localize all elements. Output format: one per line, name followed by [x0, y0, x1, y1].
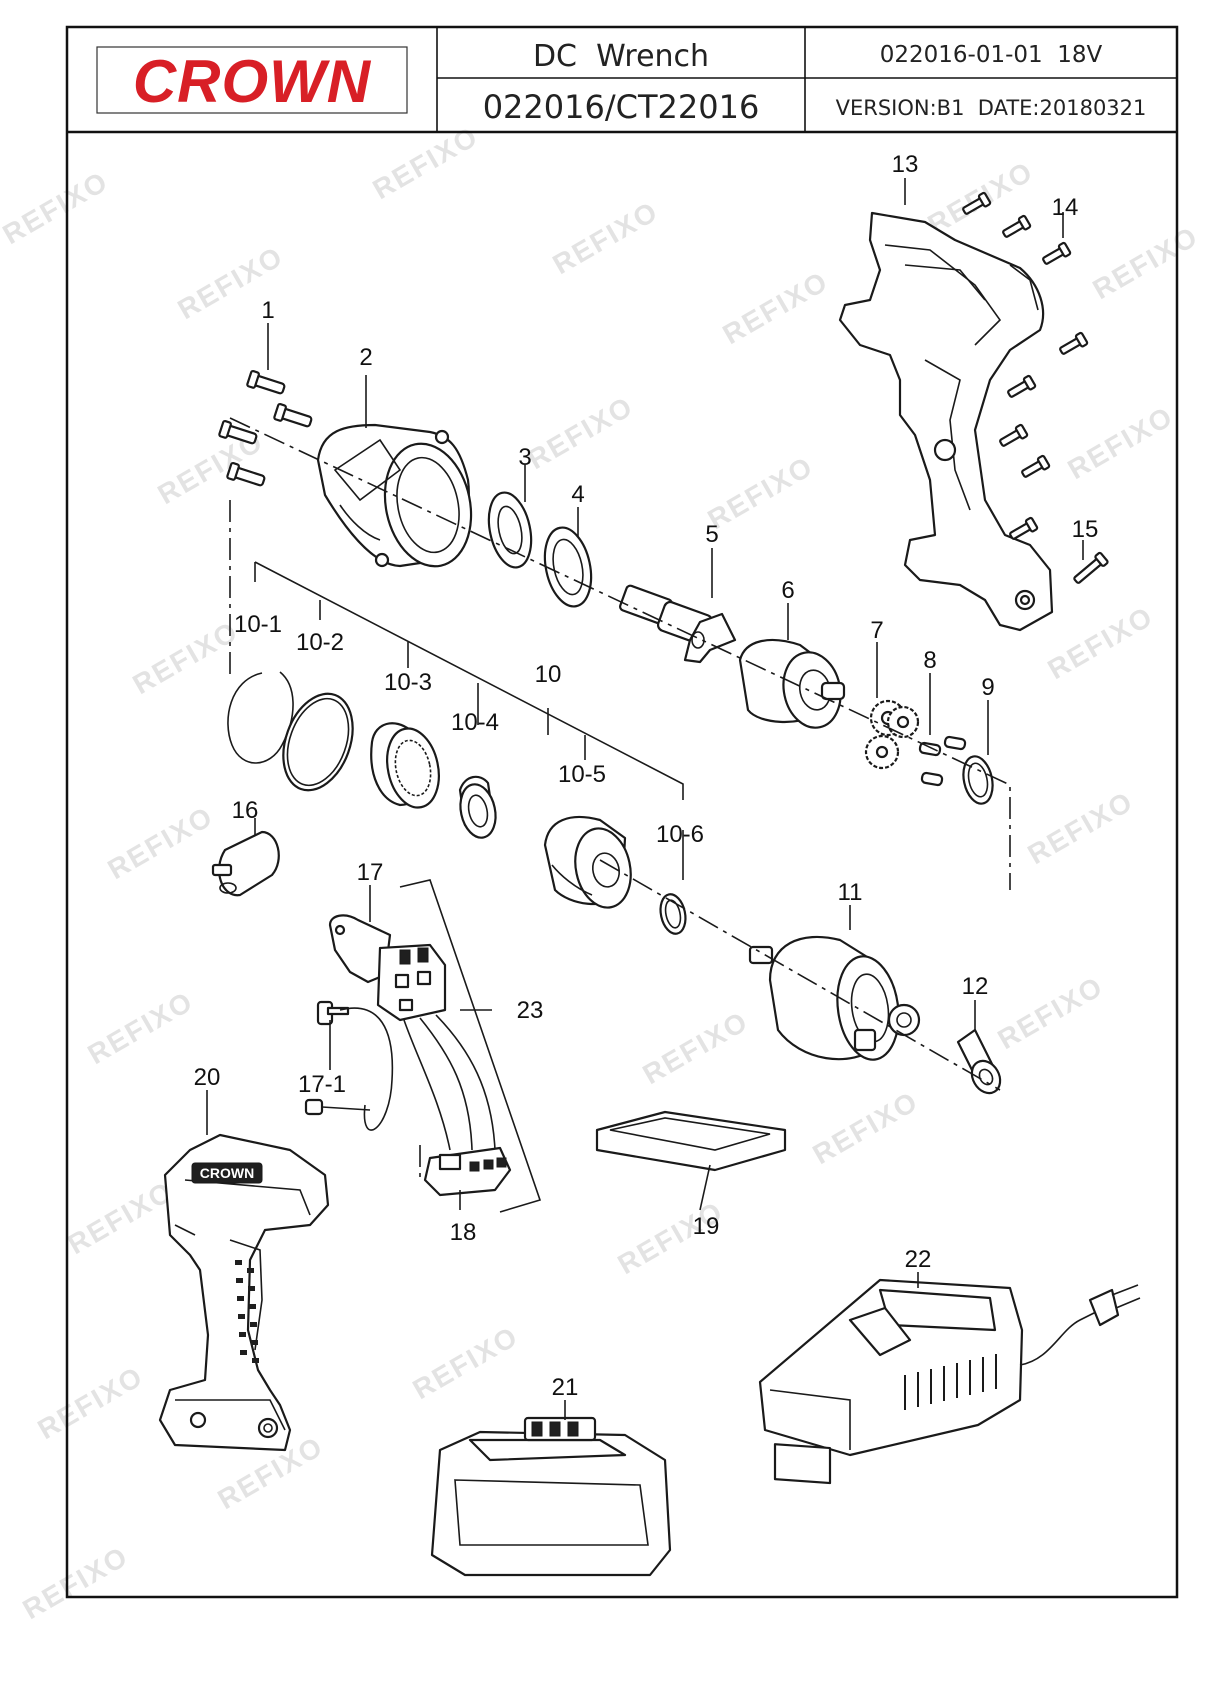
- part-17-1-wire-harness: [304, 1000, 394, 1131]
- version-date: VERSION:B1 DATE:20180321: [836, 96, 1147, 120]
- watermark: REFIXO: [1063, 400, 1179, 485]
- model-number: 022016/CT22016: [483, 88, 760, 126]
- callout-20: 20: [194, 1064, 221, 1091]
- title-block: CROWN DC Wrench 022016/CT22016 022016-01…: [67, 27, 1177, 134]
- callout-14: 14: [1052, 194, 1079, 221]
- brand-logo: CROWN: [133, 48, 372, 115]
- callout-10-5: 10-5: [558, 761, 606, 788]
- watermark: REFIXO: [128, 615, 244, 700]
- product-name: DC Wrench: [533, 39, 709, 74]
- part-10-1-circlip: [227, 671, 294, 764]
- part-2-front-housing: [316, 423, 473, 568]
- part-10-6-o-ring: [659, 893, 687, 935]
- watermark: REFIXO: [993, 970, 1109, 1055]
- callout-3: 3: [518, 444, 531, 471]
- part-6-hammer: [738, 638, 846, 729]
- part-20-main-housing: CROWN: [158, 1133, 330, 1452]
- part-15-screw: [1073, 551, 1109, 584]
- callout-19: 19: [693, 1213, 720, 1240]
- callout-21: 21: [552, 1374, 579, 1401]
- watermark: REFIXO: [83, 985, 199, 1070]
- callout-5: 5: [705, 521, 718, 548]
- part-8-pins: [918, 735, 967, 787]
- part-7-planet-gears: [864, 699, 920, 770]
- callout-13: 13: [892, 151, 919, 178]
- watermark: REFIXO: [0, 165, 114, 250]
- watermark: REFIXO: [523, 390, 639, 475]
- watermark: REFIXO: [1043, 600, 1159, 685]
- part-10-3-ring-gear: [370, 722, 440, 809]
- part-18-terminal-block: [403, 1014, 512, 1197]
- callout-8: 8: [923, 647, 936, 674]
- leader-lines: [206, 178, 1084, 1420]
- part-10-4-bearing: [458, 775, 497, 839]
- watermark: REFIXO: [718, 265, 834, 350]
- part-10-5-gear-housing: [543, 815, 632, 909]
- callout-10-1: 10-1: [234, 611, 282, 638]
- callout-11: 11: [838, 879, 863, 906]
- grip-texture: [235, 1260, 259, 1363]
- watermark: REFIXO: [103, 800, 219, 885]
- part-19-holder-plate: [595, 1110, 787, 1172]
- watermark: REFIXO: [808, 1085, 924, 1170]
- part-9-o-ring: [962, 755, 994, 805]
- part-13-housing-half: [838, 211, 1054, 632]
- watermark: REFIXO: [18, 1540, 134, 1625]
- part-14-screws: [962, 191, 1089, 540]
- part-1-front-screws: [218, 369, 313, 487]
- part-22-charger: [758, 1278, 1141, 1485]
- callout-10-4: 10-4: [451, 709, 499, 736]
- part-3-washer: [487, 491, 533, 569]
- part-21-battery-pack: [430, 1416, 672, 1577]
- callout-7: 7: [870, 617, 883, 644]
- callout-1: 1: [261, 297, 274, 324]
- watermark: REFIXO: [63, 1175, 179, 1260]
- part-10-2-ring: [282, 692, 354, 792]
- callout-23: 23: [517, 997, 544, 1024]
- part-4-washer: [543, 526, 593, 608]
- brand-logo-frame: [96, 46, 408, 114]
- charger-vents: [904, 1354, 997, 1410]
- callout-16: 16: [232, 797, 259, 824]
- callout-10-6: 10-6: [656, 821, 704, 848]
- watermark: REFIXO: [33, 1360, 149, 1445]
- callout-10: 10: [535, 661, 562, 688]
- callout-9: 9: [981, 674, 994, 701]
- callout-12: 12: [962, 973, 989, 1000]
- callout-17-1: 17-1: [298, 1071, 346, 1098]
- part-17-trigger-switch: [328, 914, 447, 1022]
- part-5-anvil: [619, 584, 737, 664]
- callout-10-2: 10-2: [296, 629, 344, 656]
- callout-17: 17: [357, 859, 384, 886]
- watermark: REFIXO: [703, 450, 819, 535]
- housing-brand-badge: CROWN: [200, 1165, 254, 1181]
- part-16-lever: [211, 830, 280, 897]
- callout-6: 6: [781, 577, 794, 604]
- watermark: REFIXO: [1023, 785, 1139, 870]
- callout-labels: 1 2 3 4 5 6 7 8 9 10 10-1 10-2 10-3 10-4…: [194, 151, 1099, 1401]
- callout-18: 18: [450, 1219, 477, 1246]
- callout-4: 4: [571, 481, 584, 508]
- watermark: REFIXO: [1088, 220, 1204, 305]
- callout-2: 2: [359, 344, 372, 371]
- callout-22: 22: [905, 1246, 932, 1273]
- document-code: 022016-01-01 18V: [880, 42, 1103, 68]
- drawing-frame: [65, 25, 1179, 1599]
- callout-10-3: 10-3: [384, 669, 432, 696]
- watermark: REFIXO: [638, 1005, 754, 1090]
- callout-15: 15: [1072, 516, 1099, 543]
- watermark: REFIXO: [548, 195, 664, 280]
- assembly-center-lines: [229, 417, 1011, 1180]
- watermark: REFIXO: [408, 1320, 524, 1405]
- part-11-motor: [748, 935, 921, 1061]
